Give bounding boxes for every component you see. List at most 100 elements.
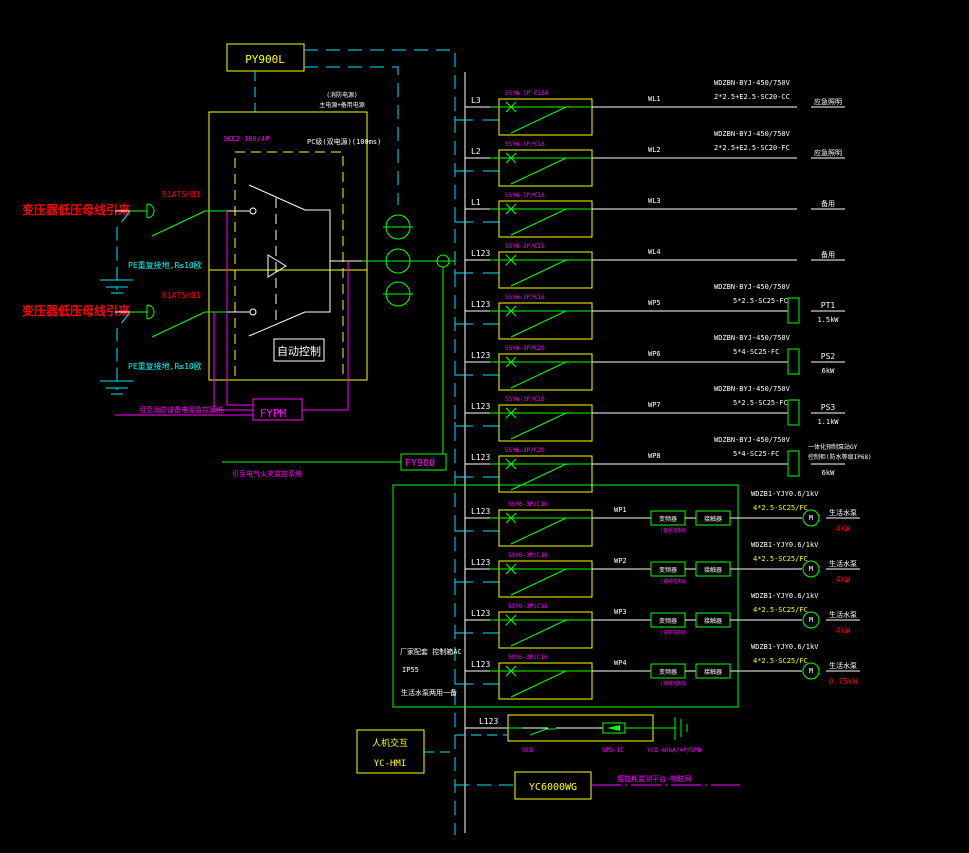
pump-1-circuit-id: WP1 <box>614 506 627 514</box>
branch-8-breaker-box[interactable] <box>498 455 593 493</box>
branch-1-circuit-id: WL1 <box>648 95 661 103</box>
branch-6-breaker-x-icon <box>505 356 517 368</box>
py900l-label: PY900L <box>245 53 285 66</box>
branch-5-load-name: PT1 <box>821 301 836 310</box>
pump-1-comm-tap <box>454 527 473 532</box>
pump-3-vfd-note: (变频控制) <box>660 629 686 636</box>
pump-1-breaker-x-icon <box>505 512 517 524</box>
pump-4-breaker-box[interactable] <box>498 662 593 700</box>
branch-2-comm-tap <box>454 167 473 172</box>
branch-7-breaker-box[interactable] <box>498 404 593 442</box>
branch-7-breaker-blade <box>510 412 567 440</box>
pump-2-vfd-note: (变频控制) <box>660 578 686 585</box>
branch-8-load-panel-icon[interactable] <box>787 450 800 477</box>
pump-1-breaker-box[interactable] <box>498 509 593 547</box>
pump-3-breaker-model: 5SY6-3P/C16 <box>508 603 548 610</box>
branch-6-comm-tap <box>454 371 473 376</box>
pump-2-phase: L123 <box>471 558 490 567</box>
branch-6-load-power: 6kW <box>822 367 835 375</box>
pump-1-cable-spec: WDZB1-YJY0.6/1kV <box>751 490 819 498</box>
branch-5-cable-spec: WDZBN-BYJ-450/750V <box>714 283 791 291</box>
pump-row: L1235SY6-3P/C16WP2变频器(变频控制)接触器WDZB1-YJY0… <box>454 541 860 598</box>
pump-3-load-name: 生活水泵 <box>829 610 857 619</box>
branch-6-breaker-model: 5SY6-3P/C20 <box>505 345 545 352</box>
pump-2-breaker-model: 5SY6-3P/C16 <box>508 552 548 559</box>
pump-4-cable-route: 4*2.5-SC25/FC <box>753 657 808 665</box>
branch-6-breaker-box[interactable] <box>498 353 593 391</box>
ats-note-line2: 主电源+备用电源 <box>319 101 365 109</box>
pump-3-motor-icon[interactable] <box>802 611 820 629</box>
source-2-breaker: B1ATSHB1 <box>162 291 201 300</box>
branch-5-comm-tap <box>454 320 473 325</box>
branch-5-breaker-box[interactable] <box>498 302 593 340</box>
pump-1-vfd-label: 变频器 <box>659 515 677 523</box>
pump-3-breaker-blade <box>510 619 567 647</box>
scb-icon[interactable] <box>529 728 556 736</box>
pump-3-phase: L123 <box>471 609 490 618</box>
branch-6-circuit-id: WP6 <box>648 350 661 358</box>
pump-panel-label-1: 厂家配套 控制箱AC <box>400 647 462 656</box>
branch-8-circuit-id: WP8 <box>648 452 661 460</box>
branch-4-breaker-box[interactable] <box>498 251 593 289</box>
hmi-label-1: 人机交互 <box>372 737 408 749</box>
branch-8-cable-route: 5*4-SC25-FC <box>733 450 779 458</box>
spd-label: SPD-II <box>602 747 624 754</box>
py900l-box[interactable] <box>226 43 305 72</box>
branch-7-phase: L123 <box>471 402 490 411</box>
branch-7-load-name: PS3 <box>821 403 836 412</box>
pump-1-breaker-blade <box>510 517 567 545</box>
fypm-label: FYPM <box>260 407 287 420</box>
branch-5-load-power: 1.5kW <box>817 316 839 324</box>
branch-7-breaker-x-icon <box>505 407 517 419</box>
branch-3-phase: L1 <box>471 198 481 207</box>
source-2-breaker-icon <box>146 304 155 320</box>
ats-switch-frame <box>234 151 344 381</box>
pump-2-cable-route: 4*2.5-SC25/FC <box>753 555 808 563</box>
ats-pc-label: PC级(双电源)(100ms) <box>307 137 381 146</box>
pump-4-comm-tap <box>454 680 473 685</box>
pump-2-comm-tap <box>454 578 473 583</box>
pump-4-motor-icon[interactable] <box>802 662 820 680</box>
branch-7-comm-tap <box>454 422 473 427</box>
pump-1-breaker-model: 5SY6-3P/C16 <box>508 501 548 508</box>
branch-3-breaker-model: 5SY6-1P/C16 <box>505 192 545 199</box>
pump-2-vfd-label: 变频器 <box>659 566 677 574</box>
branch-7-load-power: 1.1kW <box>817 418 839 426</box>
auto-control-box[interactable] <box>273 338 325 362</box>
branch-7-cable-spec: WDZBN-BYJ-450/750V <box>714 385 791 393</box>
pump-2-contactor-label: 接触器 <box>704 566 722 574</box>
fypm-box[interactable] <box>252 398 303 421</box>
branch-5-load-panel-icon[interactable] <box>787 297 800 324</box>
branch-6-cable-route: 5*4-SC25-FC <box>733 348 779 356</box>
pump-4-breaker-blade <box>510 670 567 698</box>
branch-6-load-panel-icon[interactable] <box>787 348 800 375</box>
branch-1-breaker-box[interactable] <box>498 98 593 136</box>
ats-blade-top <box>248 184 306 211</box>
pump-3-motor-label: M <box>809 616 813 624</box>
source-2-label: 变压器低压母线引来 <box>22 303 131 318</box>
branch-3-breaker-box[interactable] <box>498 200 593 238</box>
branch-7-load-panel-icon[interactable] <box>787 399 800 426</box>
source-2-pe <box>116 311 131 390</box>
pump-2-breaker-box[interactable] <box>498 560 593 598</box>
pump-1-motor-label: M <box>809 514 813 522</box>
pump-2-load-power: 4kW <box>836 575 851 584</box>
pump-1-motor-icon[interactable] <box>802 509 820 527</box>
pump-3-vfd-label: 变频器 <box>659 617 677 625</box>
spd-phase: L123 <box>479 717 498 726</box>
branch-8-load-name: 一体化预制泵站GY <box>808 443 858 451</box>
branch-2-breaker-box[interactable] <box>498 149 593 187</box>
pump-2-motor-icon[interactable] <box>802 560 820 578</box>
branch-row: L1235SY6-3P/C16WP5WDZBN-BYJ-450/750V5*2.… <box>454 283 845 340</box>
pump-3-breaker-box[interactable] <box>498 611 593 649</box>
branch-7-cable-route: 5*2.5-SC25-FC <box>733 399 788 407</box>
comm-bus-main <box>304 49 456 835</box>
branch-1-load-name: 应急照明 <box>814 97 842 106</box>
pump-1-cable-route: 4*2.5-SC25/FC <box>753 504 808 512</box>
branch-8-comm-tap <box>454 473 473 478</box>
branch-2-breaker-blade <box>510 157 567 185</box>
pump-row: L1235SY6-3P/C16WP4变频器(变频控制)接触器WDZB1-YJY0… <box>454 643 860 700</box>
branch-2-circuit-id: WL2 <box>648 146 661 154</box>
